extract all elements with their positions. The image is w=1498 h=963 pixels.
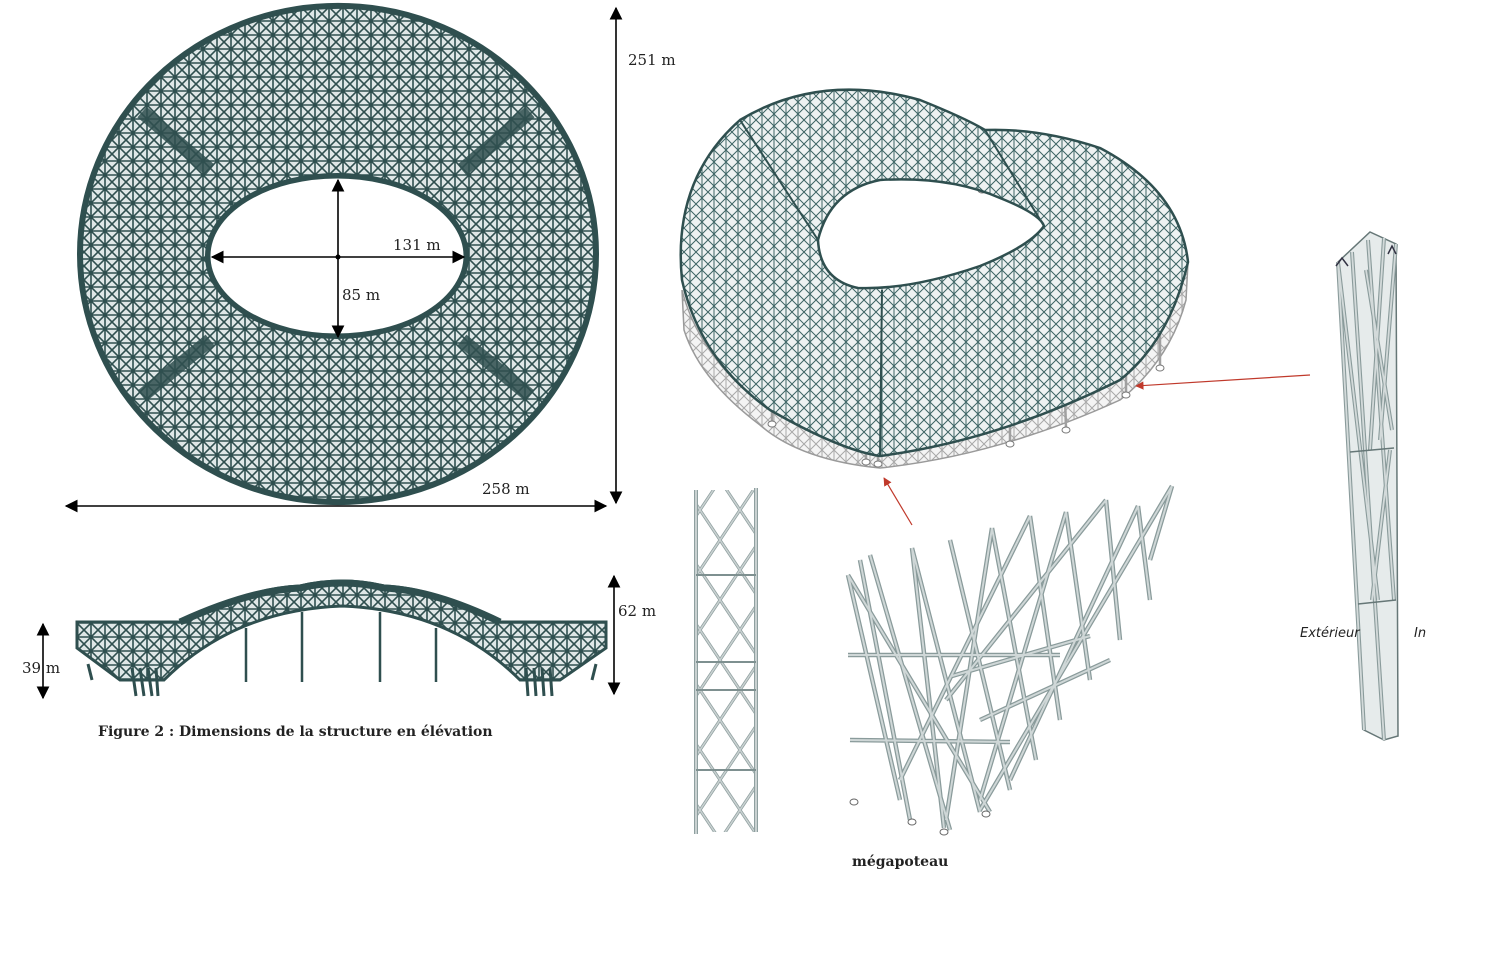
elevation-base-legs (86, 663, 598, 697)
label-outer-width: 258 m (482, 480, 530, 498)
label-height-low: 39 m (22, 659, 60, 677)
structure-3d-view (679, 88, 1311, 526)
elevation-dimensions (36, 574, 621, 700)
plan-bracing-bands (137, 106, 535, 402)
mega-column-label: mégapoteau (852, 854, 948, 870)
figure-caption: Figure 2 : Dimensions de la structure en… (98, 724, 493, 740)
roof-elevation-arch (178, 579, 502, 626)
plan-view: 131 m 85 m 258 m 251 m (64, 3, 676, 513)
elevation-columns (244, 612, 438, 682)
pointer-to-column (1135, 374, 1311, 390)
label-outer-height: 251 m (628, 51, 676, 69)
roof-ridge-3d (739, 119, 1045, 457)
roof-elevation (75, 579, 608, 682)
mega-column-perspective-view: mégapoteau (845, 484, 1175, 870)
pointer-to-megacolumn (883, 477, 913, 526)
label-exterior: Extérieur (1300, 626, 1361, 641)
mega-column-side-view (694, 488, 758, 834)
column-section-view: Extérieur In (1300, 231, 1426, 741)
label-interior: In (1414, 626, 1426, 641)
label-inner-major: 131 m (393, 236, 441, 254)
elevation-view: 39 m 62 m Figure 2 : Dimensions de la st… (22, 574, 656, 740)
label-height-high: 62 m (618, 602, 656, 620)
label-inner-minor: 85 m (342, 286, 380, 304)
